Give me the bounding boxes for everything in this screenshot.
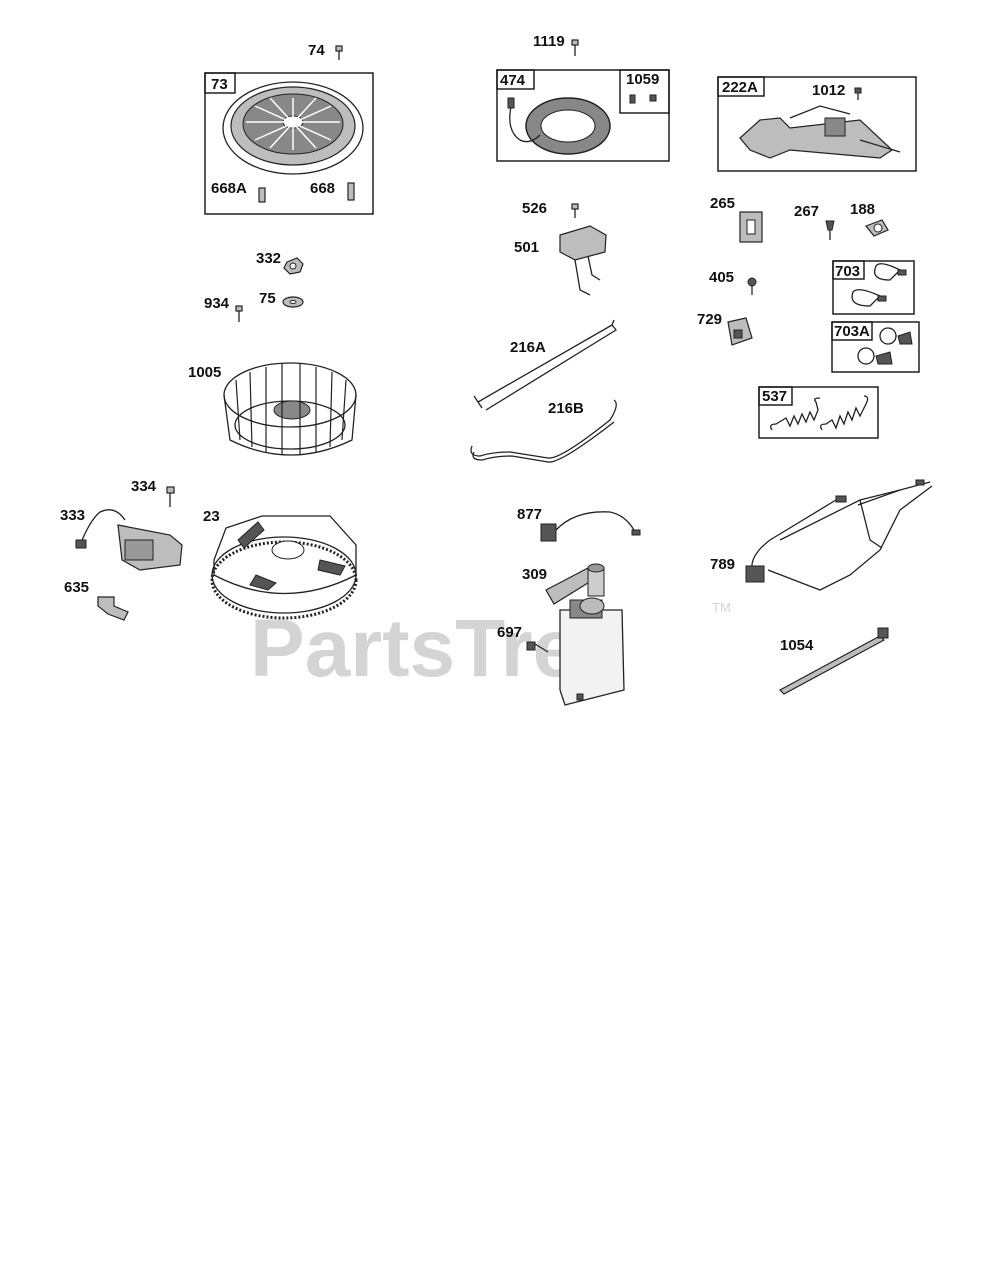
part-668A-pin-drawing [258, 187, 266, 203]
part-label: 267 [794, 203, 819, 220]
part-74-screw-drawing [335, 45, 343, 60]
part-label: 309 [522, 566, 547, 583]
part-label: 474 [500, 72, 526, 89]
part-703A-label-box [831, 321, 873, 341]
part-73-box [204, 72, 374, 215]
part-73-screen-drawing [222, 81, 364, 175]
part-703A-box [831, 321, 920, 373]
part-216B-link-drawing [470, 399, 617, 463]
part-703-clamps-drawing [851, 263, 907, 307]
part-label: 23 [203, 508, 220, 525]
part-label: 526 [522, 200, 547, 217]
part-label: 729 [697, 311, 722, 328]
part-1059-box [619, 69, 670, 114]
part-789-harness-drawing [745, 479, 933, 591]
part-526-screw-drawing [571, 203, 579, 218]
part-222A-control-drawing [739, 105, 901, 159]
part-1054-tie-drawing [779, 627, 889, 695]
part-188-bolt-drawing [865, 219, 889, 237]
part-label: 73 [211, 76, 228, 93]
part-label: 537 [762, 388, 787, 405]
part-501-regulator-drawing [559, 225, 607, 296]
part-474-box [496, 69, 670, 162]
part-474-label-box [496, 69, 535, 90]
part-label: 332 [256, 250, 281, 267]
part-23-flywheel-drawing [210, 515, 358, 620]
part-label: 265 [710, 195, 735, 212]
part-label: 635 [64, 579, 89, 596]
part-label: 216B [548, 400, 584, 417]
part-333-coil-drawing [75, 509, 183, 571]
part-label: 668 [310, 180, 335, 197]
part-label: 188 [850, 201, 875, 218]
watermark-trademark: TM [712, 600, 731, 615]
part-309-starter-drawing [545, 563, 625, 706]
part-1012-screw-drawing [854, 87, 862, 100]
part-label: 703A [834, 323, 870, 340]
part-label: 1005 [188, 364, 221, 381]
part-label: 334 [131, 478, 157, 495]
part-label: 697 [497, 624, 522, 641]
part-1119-screw-drawing [571, 39, 579, 56]
part-222A-label-box [717, 76, 765, 97]
part-334-screw-drawing [166, 486, 175, 507]
part-537-label-box [758, 386, 793, 406]
part-703-label-box [832, 260, 865, 280]
part-label: 668A [211, 180, 247, 197]
part-label: 405 [709, 269, 734, 286]
part-332-nut-drawing [283, 257, 304, 275]
part-216A-link-drawing [473, 319, 617, 411]
part-75-washer-drawing [282, 296, 304, 308]
part-label: 877 [517, 506, 542, 523]
part-265-clip-drawing [739, 211, 763, 243]
part-label: 703 [835, 263, 860, 280]
part-label: 1054 [780, 637, 814, 654]
part-label: 934 [204, 295, 230, 312]
part-label: 1012 [812, 82, 845, 99]
part-label: 74 [308, 42, 325, 59]
part-934-screw-drawing [235, 305, 243, 322]
part-474-alternator-drawing [507, 97, 611, 155]
part-1005-fan-drawing [223, 362, 357, 456]
part-222A-box [717, 76, 917, 172]
part-703A-clamps-drawing [857, 327, 913, 365]
part-729-bracket-drawing [727, 317, 753, 346]
part-label: 501 [514, 239, 539, 256]
part-label: 1119 [533, 33, 565, 50]
part-label: 222A [722, 79, 758, 96]
part-267-screw-drawing [825, 220, 835, 240]
part-1059-screws-drawing [629, 94, 657, 104]
part-668-pin-drawing [347, 182, 355, 201]
part-label: 333 [60, 507, 85, 524]
part-73-label-box [204, 72, 236, 94]
part-405-screw-drawing [747, 277, 757, 295]
part-635-boot-drawing [97, 596, 129, 621]
part-label: 75 [259, 290, 276, 307]
part-label: 216A [510, 339, 546, 356]
part-label: 1059 [626, 71, 659, 88]
part-703-box [832, 260, 915, 315]
part-877-cable-drawing [540, 511, 641, 542]
part-537-springs-drawing [770, 395, 869, 431]
part-537-box [758, 386, 879, 439]
part-697-bolt-drawing [526, 641, 549, 653]
part-label: 789 [710, 556, 735, 573]
